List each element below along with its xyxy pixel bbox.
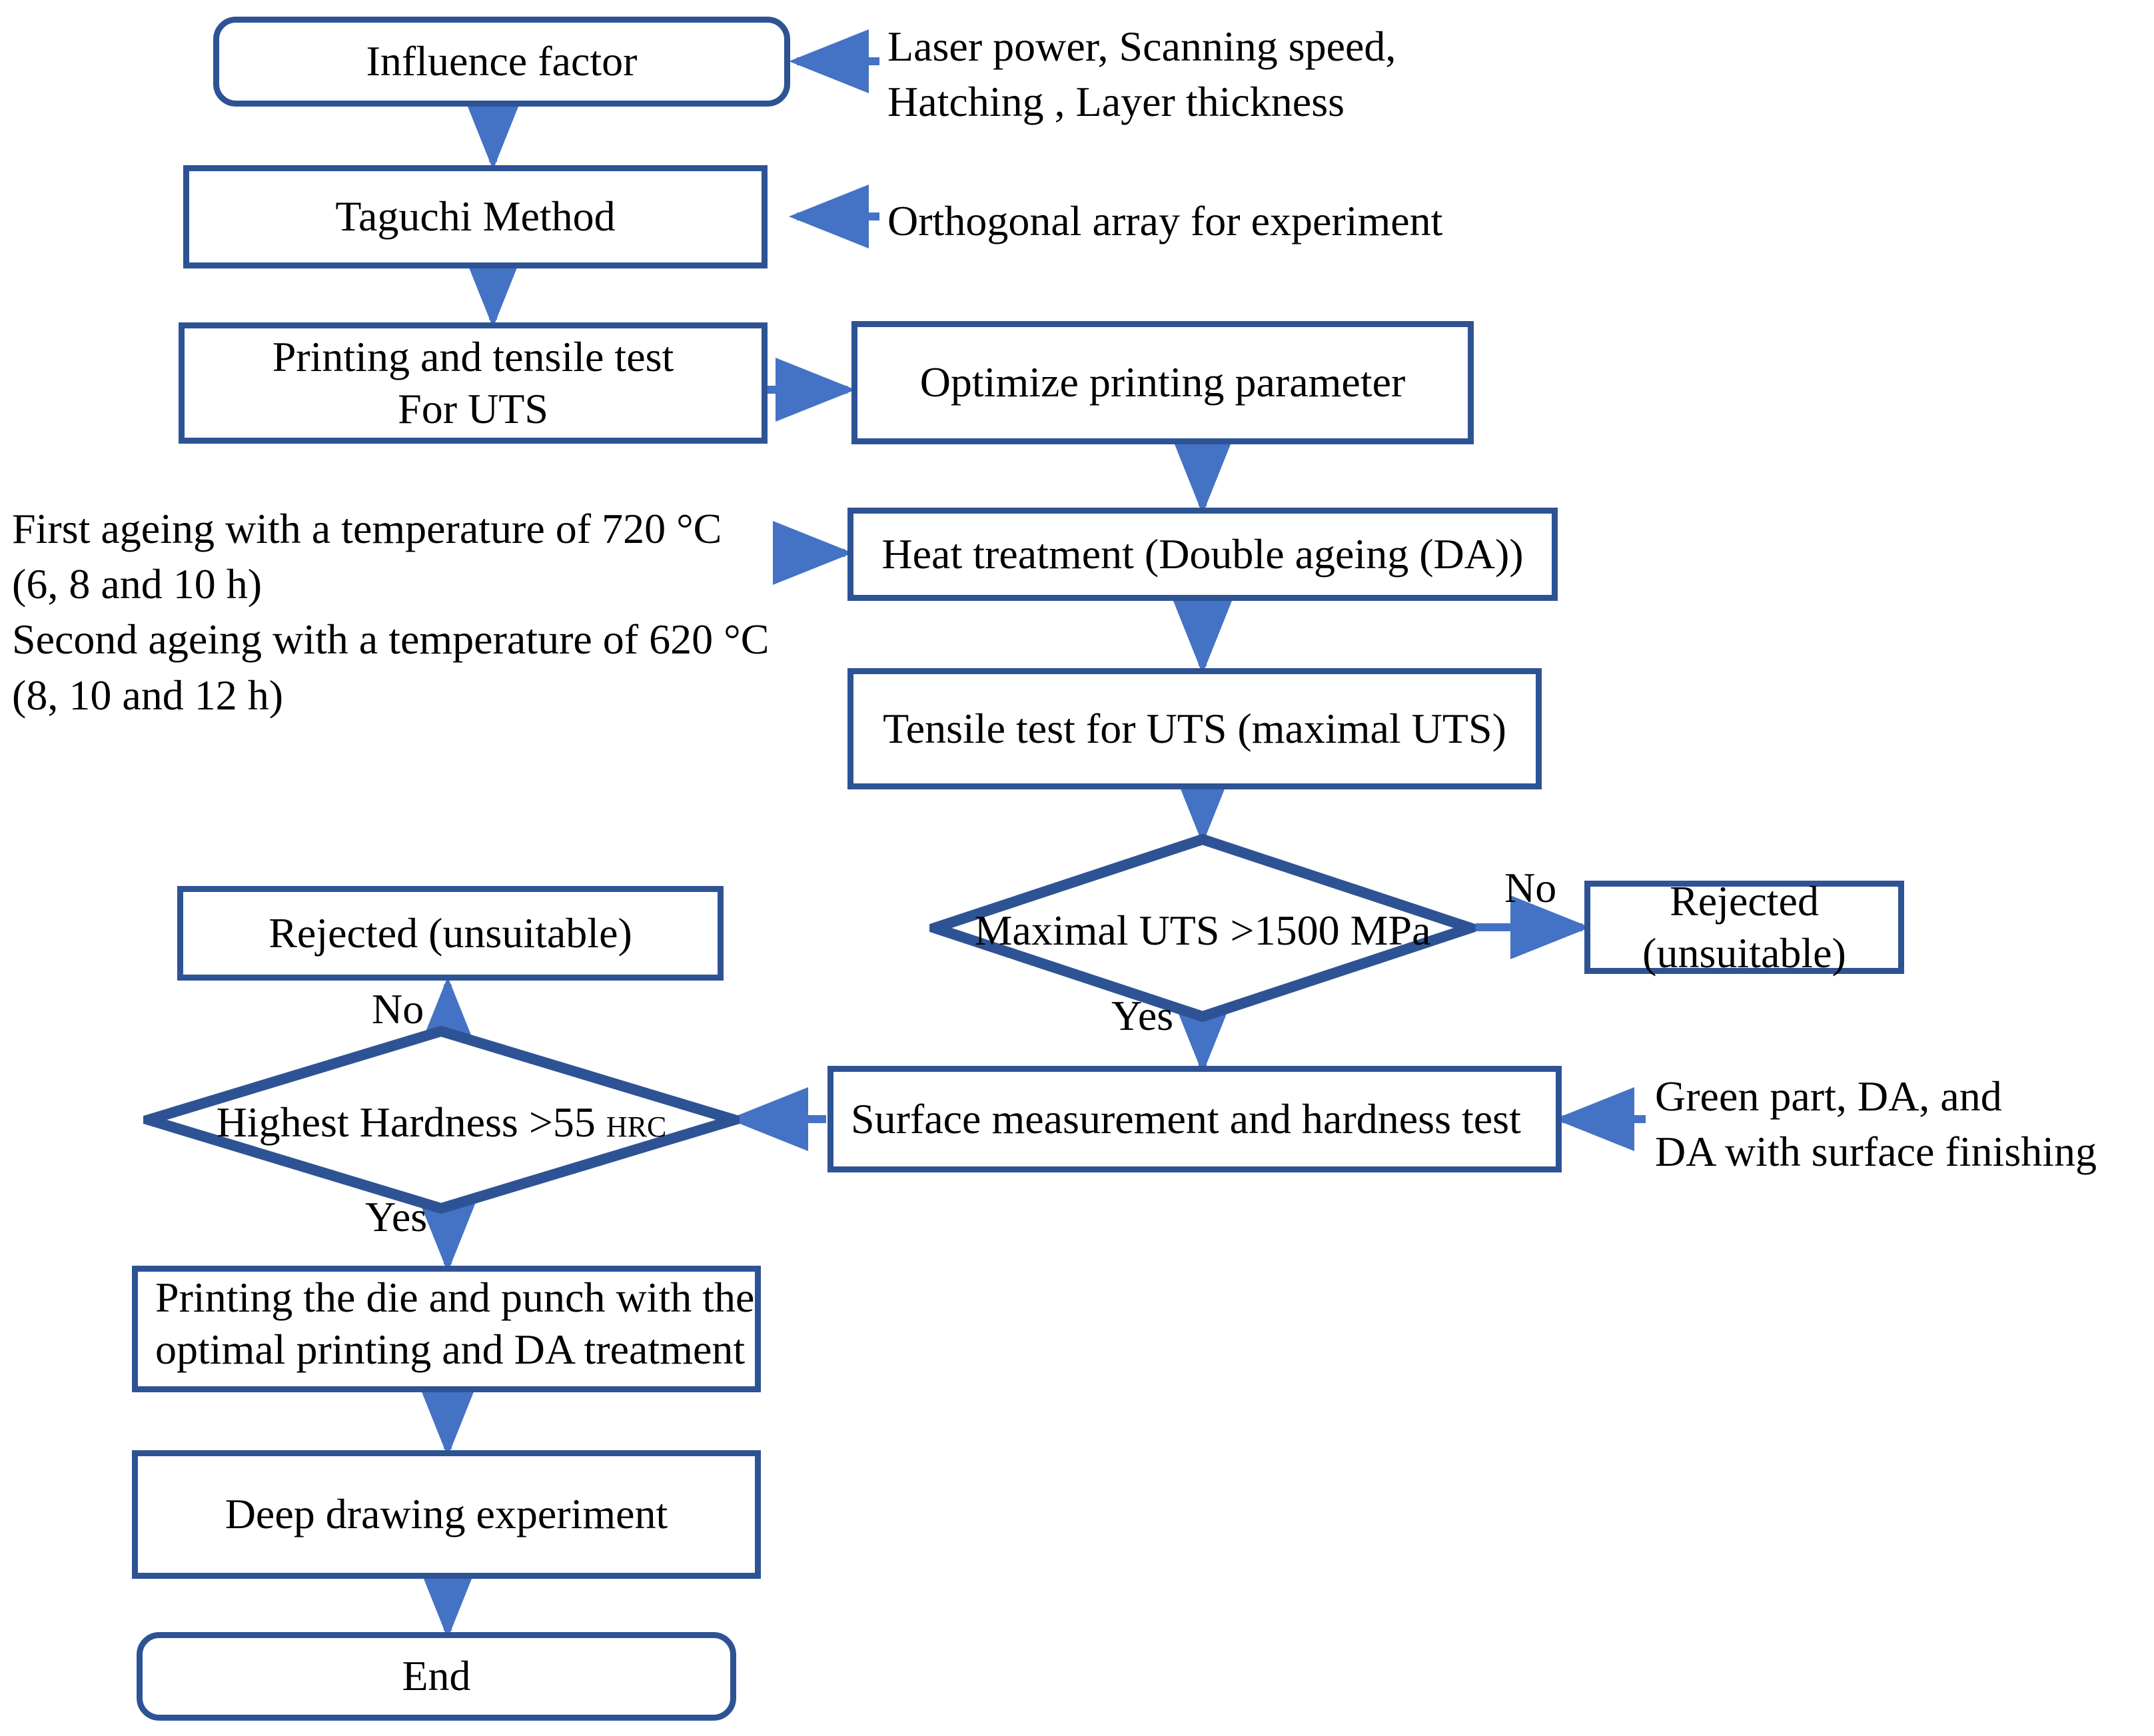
node-end-label: End xyxy=(402,1652,471,1700)
decision-highest-hardness[interactable]: Highest Hardness >55 HRC xyxy=(130,1025,753,1214)
node-taguchi-method[interactable]: Taguchi Method xyxy=(183,165,768,268)
node-printing-die-punch-line1: Printing the die and punch with the xyxy=(155,1274,755,1321)
node-rejected-right[interactable]: Rejected (unsuitable) xyxy=(1584,877,1904,977)
node-influence-factor-label: Influence factor xyxy=(366,37,638,85)
node-printing-tensile-line1: Printing and tensile test xyxy=(272,332,674,380)
node-deep-drawing-label: Deep drawing experiment xyxy=(225,1490,668,1538)
decision-maximal-uts-label: Maximal UTS >1500 MPa xyxy=(974,907,1431,954)
node-heat-treatment-label: Heat treatment (Double ageing (DA)) xyxy=(881,530,1524,578)
node-rejected-right-label: Rejected (unsuitable) xyxy=(1642,877,1846,977)
node-deep-drawing-experiment[interactable]: Deep drawing experiment xyxy=(132,1450,761,1579)
node-printing-die-punch[interactable]: Printing the die and punch with the opti… xyxy=(132,1266,761,1392)
node-printing-tensile-line2: For UTS xyxy=(398,385,548,432)
node-influence-factor[interactable]: Influence factor xyxy=(213,17,790,107)
node-optimize-printing-label: Optimize printing parameter xyxy=(919,358,1406,406)
node-printing-die-punch-line2: optimal printing and DA treatment xyxy=(155,1326,746,1374)
decision-highest-hardness-label: Highest Hardness >55 HRC xyxy=(143,1098,740,1147)
node-rejected-left[interactable]: Rejected (unsuitable) xyxy=(177,886,724,981)
annotation-ageing: First ageing with a temperature of 720 °… xyxy=(12,505,770,719)
annotation-influence-factor: Laser power, Scanning speed, Hatching , … xyxy=(887,23,1396,126)
annotation-surface: Green part, DA, and DA with surface fini… xyxy=(1655,1073,2097,1176)
node-surface-measurement-label: Surface measurement and hardness test xyxy=(851,1094,1521,1142)
decision-hardness-main-text: Highest Hardness >55 xyxy=(216,1098,596,1146)
decision-maximal-uts[interactable]: Maximal UTS >1500 MPa xyxy=(917,833,1488,1023)
edge-label-hardness-yes: Yes xyxy=(365,1193,428,1240)
node-optimize-printing-parameter[interactable]: Optimize printing parameter xyxy=(851,321,1474,444)
node-taguchi-method-label: Taguchi Method xyxy=(335,193,616,240)
annotation-taguchi: Orthogonal array for experiment xyxy=(887,197,1443,244)
node-rejected-left-label: Rejected (unsuitable) xyxy=(269,909,632,957)
node-heat-treatment[interactable]: Heat treatment (Double ageing (DA)) xyxy=(847,508,1558,601)
node-tensile-test-uts[interactable]: Tensile test for UTS (maximal UTS) xyxy=(847,668,1542,789)
decision-hardness-unit-text: HRC xyxy=(606,1110,667,1143)
node-tensile-test-uts-label: Tensile test for UTS (maximal UTS) xyxy=(883,704,1506,752)
node-printing-tensile-test[interactable]: Printing and tensile test For UTS xyxy=(179,322,768,444)
edge-label-hardness-no: No xyxy=(372,985,424,1033)
edge-label-uts-no: No xyxy=(1504,864,1557,911)
node-surface-measurement[interactable]: Surface measurement and hardness test xyxy=(827,1066,1562,1172)
edge-label-uts-yes: Yes xyxy=(1111,992,1174,1039)
node-end[interactable]: End xyxy=(137,1632,736,1721)
